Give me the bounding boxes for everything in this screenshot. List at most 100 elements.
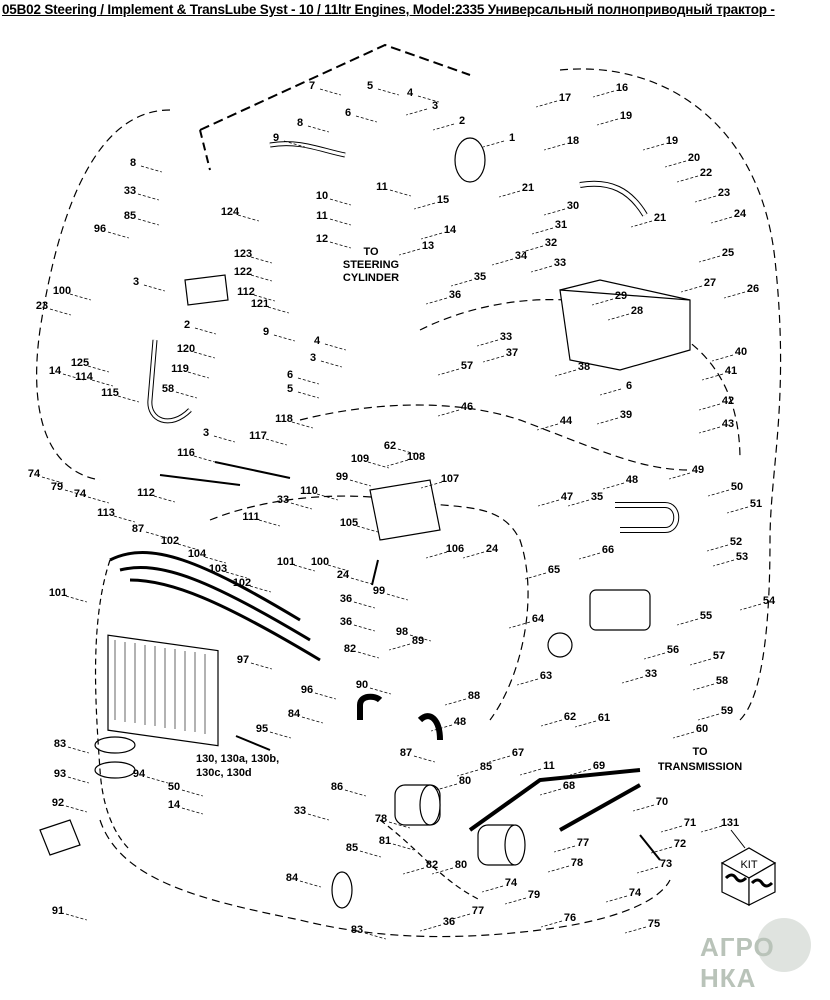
leader-line: [258, 519, 280, 527]
callout-8: 8: [130, 157, 136, 169]
page-title: 05B02 Steering / Implement & TransLube S…: [2, 2, 775, 17]
leader-line: [622, 676, 644, 684]
leader-line: [67, 746, 89, 754]
callout-12: 12: [316, 233, 328, 245]
callout-83: 83: [54, 738, 66, 750]
leader-line: [597, 417, 619, 425]
callout-87: 87: [132, 523, 144, 535]
leader-line: [532, 227, 554, 235]
callout-29: 29: [615, 290, 627, 302]
callout-98: 98: [396, 626, 408, 638]
callout-36: 36: [340, 593, 352, 605]
leader-line: [701, 825, 723, 833]
leader-line: [673, 731, 695, 739]
leader-line: [297, 391, 319, 399]
leader-line: [433, 123, 455, 131]
callout-99: 99: [373, 585, 385, 597]
leader-line: [359, 850, 381, 858]
leader-line: [531, 265, 553, 273]
callout-101: 101: [49, 587, 67, 599]
leader-line: [355, 115, 377, 123]
leader-line: [463, 551, 485, 559]
callout-77: 77: [577, 837, 589, 849]
leader-line: [677, 618, 699, 626]
leader-line: [492, 258, 514, 266]
leader-line: [536, 100, 558, 108]
callout-92: 92: [52, 797, 64, 809]
note-line: 130c, 130d: [196, 767, 252, 779]
leader-line: [329, 218, 351, 226]
callout-121: 121: [251, 298, 269, 310]
callout-81: 81: [379, 835, 391, 847]
callout-59: 59: [721, 705, 733, 717]
callout-84: 84: [288, 708, 301, 720]
callout-101: 101: [277, 556, 295, 568]
callout-65: 65: [548, 564, 560, 576]
callout-131: 131: [721, 817, 739, 829]
callout-4: 4: [314, 335, 321, 347]
leader-line: [575, 720, 597, 728]
leader-line: [414, 202, 436, 210]
callout-23: 23: [718, 187, 730, 199]
leader-line: [324, 343, 346, 351]
callout-28: 28: [631, 305, 643, 317]
leader-line: [137, 218, 159, 226]
callout-47: 47: [561, 491, 573, 503]
leader-line: [522, 245, 544, 253]
kit-cube-icon: KIT: [720, 829, 777, 906]
callout-30: 30: [567, 200, 579, 212]
leader-line: [608, 313, 630, 321]
leader-line: [693, 683, 715, 691]
leader-line: [541, 719, 563, 727]
callout-68: 68: [563, 780, 575, 792]
callout-119: 119: [171, 363, 189, 375]
leader-line: [356, 525, 378, 533]
leader-line: [145, 531, 167, 539]
note-line: TRANSMISSION: [658, 761, 742, 773]
callout-33: 33: [294, 805, 306, 817]
callout-64: 64: [532, 613, 545, 625]
leader-line: [606, 895, 628, 903]
callout-77: 77: [472, 905, 484, 917]
callout-19: 19: [666, 135, 678, 147]
callout-40: 40: [735, 346, 747, 358]
leader-line: [67, 776, 89, 784]
leader-line: [724, 291, 746, 299]
watermark-logo-circle: [757, 918, 811, 972]
callout-74: 74: [505, 877, 518, 889]
leader-line: [250, 274, 272, 282]
leader-line: [269, 731, 291, 739]
callout-78: 78: [375, 813, 387, 825]
leader-line: [482, 885, 504, 893]
callout-24: 24: [337, 569, 350, 581]
callout-80: 80: [459, 775, 471, 787]
callout-115: 115: [101, 387, 119, 399]
callout-110: 110: [300, 485, 318, 497]
leader-line: [538, 499, 560, 507]
leader-line: [290, 502, 312, 510]
leader-line: [41, 476, 63, 484]
leader-line: [146, 776, 168, 784]
callout-32: 32: [545, 237, 557, 249]
leader-line: [520, 768, 542, 776]
callout-6: 6: [287, 369, 293, 381]
callout-42: 42: [722, 395, 734, 407]
leader-line: [403, 867, 425, 875]
leader-line: [505, 897, 527, 905]
leader-line: [397, 448, 419, 456]
callout-70: 70: [656, 796, 668, 808]
callout-73: 73: [660, 858, 672, 870]
leader-line: [319, 88, 341, 96]
callout-84: 84: [286, 872, 299, 884]
leader-line: [299, 880, 321, 888]
callout-125: 125: [71, 357, 89, 369]
leader-line: [353, 624, 375, 632]
leader-line: [702, 373, 724, 381]
callout-79: 79: [528, 889, 540, 901]
leader-line: [153, 495, 175, 503]
leader-line: [597, 118, 619, 126]
leader-line: [329, 241, 351, 249]
